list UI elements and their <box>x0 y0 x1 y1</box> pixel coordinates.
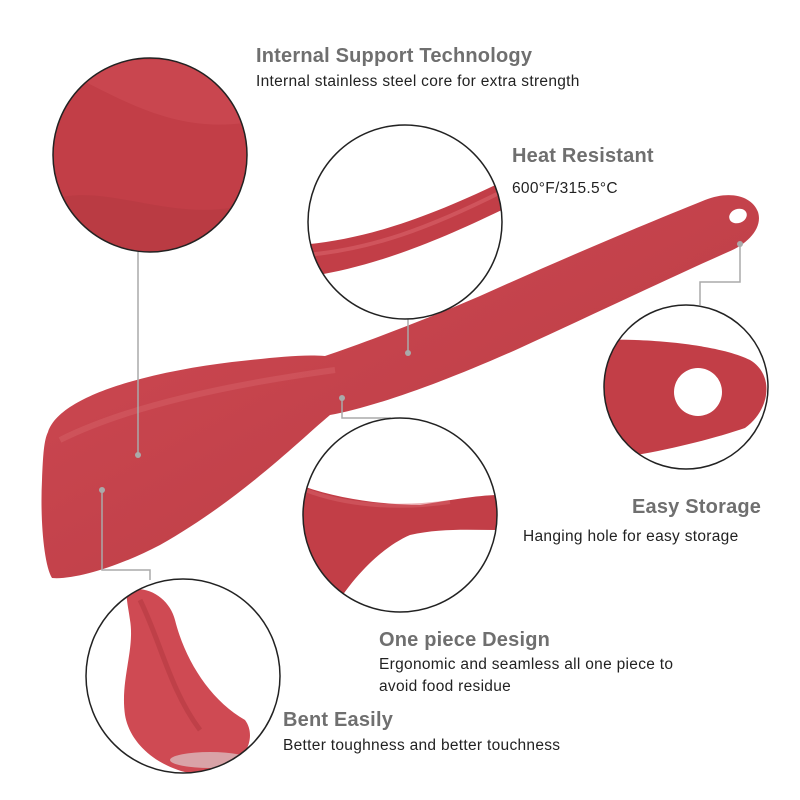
one-piece-title: One piece Design <box>379 629 551 651</box>
internal-support-title: Internal Support Technology <box>256 45 533 67</box>
detail-circle-one-piece <box>302 417 498 613</box>
spatula-highlight <box>58 367 336 443</box>
easy-storage-desc: Hanging hole for easy storage <box>523 528 739 545</box>
detail-circle-easy-storage <box>603 304 769 470</box>
hanging-hole <box>729 208 747 224</box>
one-piece-desc-line1: Ergonomic and seamless all one piece to <box>379 656 674 673</box>
detail-circle-heat-resistant <box>307 124 503 320</box>
one-piece-desc-line2: avoid food residue <box>379 678 512 695</box>
leader-easy-storage <box>699 244 741 305</box>
easy-storage-title: Easy Storage <box>632 496 762 518</box>
internal-support-desc: Internal stainless steel core for extra … <box>256 73 580 90</box>
detail-circle-internal-support <box>52 57 248 253</box>
detail-circle-bent-easily <box>85 578 281 774</box>
spatula-main <box>41 195 759 579</box>
heat-resistant-title: Heat Resistant <box>512 145 654 167</box>
heat-resistant-desc: 600°F/315.5°C <box>512 180 618 197</box>
bent-easily-title: Bent Easily <box>283 709 394 731</box>
leader-bent-easily <box>101 490 151 580</box>
spatula-body <box>41 195 759 579</box>
bent-easily-desc: Better toughness and better touchness <box>283 737 561 754</box>
